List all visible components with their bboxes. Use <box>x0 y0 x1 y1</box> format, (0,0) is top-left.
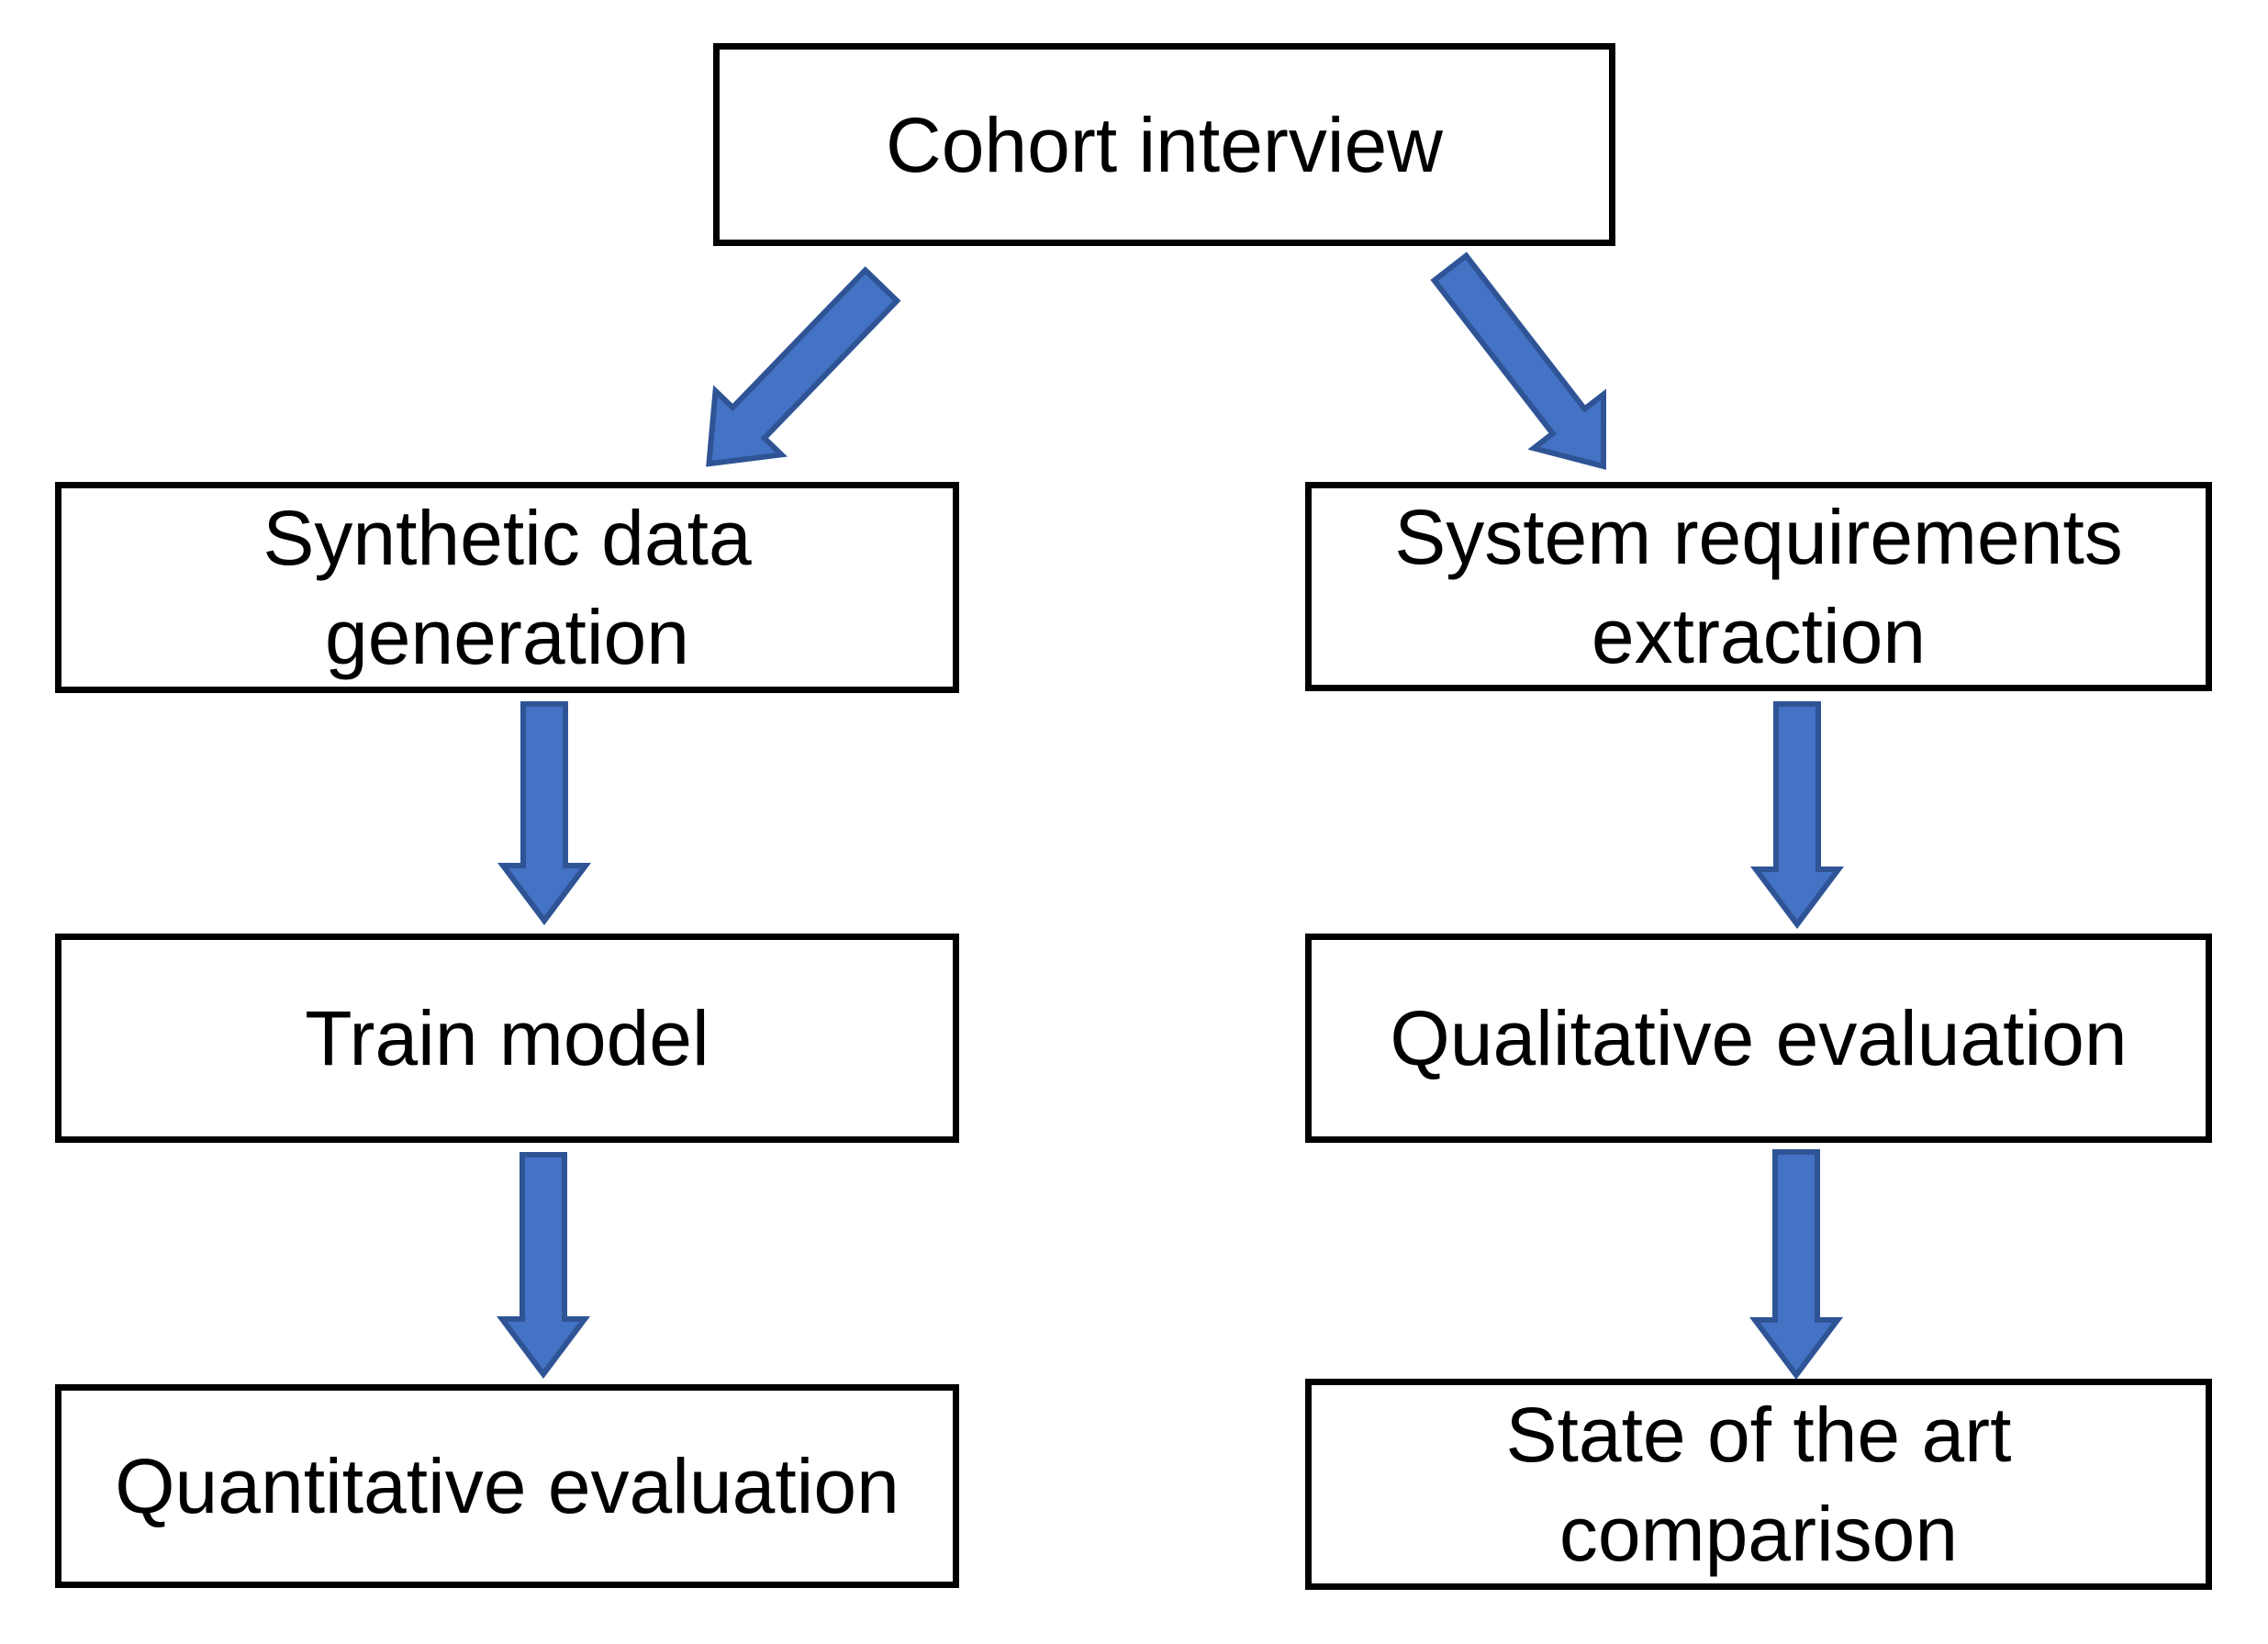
node-system-requirements-extraction: System requirements extraction <box>1305 482 2212 691</box>
node-synthetic-data-generation-label: Synthetic data generation <box>263 495 752 680</box>
node-system-requirements-extraction-label: System requirements extraction <box>1394 494 2123 679</box>
arrow-cohort-to-synthetic-icon <box>706 266 901 467</box>
node-state-of-the-art-comparison-label: State of the art comparison <box>1505 1392 2012 1577</box>
arrow-cohort-to-system-icon <box>1430 252 1607 470</box>
node-cohort-interview-label: Cohort interview <box>886 101 1443 188</box>
node-state-of-the-art-comparison: State of the art comparison <box>1305 1379 2212 1590</box>
node-qualitative-evaluation: Qualitative evaluation <box>1305 934 2212 1143</box>
node-quantitative-evaluation-label: Quantitative evaluation <box>115 1443 899 1529</box>
node-quantitative-evaluation: Quantitative evaluation <box>55 1384 959 1588</box>
node-cohort-interview: Cohort interview <box>713 43 1615 246</box>
node-train-model: Train model <box>55 934 959 1143</box>
node-synthetic-data-generation: Synthetic data generation <box>55 482 959 693</box>
arrow-system-to-qualitative-icon <box>1750 701 1844 929</box>
node-qualitative-evaluation-label: Qualitative evaluation <box>1390 995 2128 1081</box>
arrow-qualitative-to-state-icon <box>1749 1149 1843 1380</box>
arrow-synthetic-to-train-icon <box>497 701 591 925</box>
arrow-train-to-quantitative-icon <box>497 1152 590 1379</box>
node-train-model-label: Train model <box>305 995 709 1081</box>
